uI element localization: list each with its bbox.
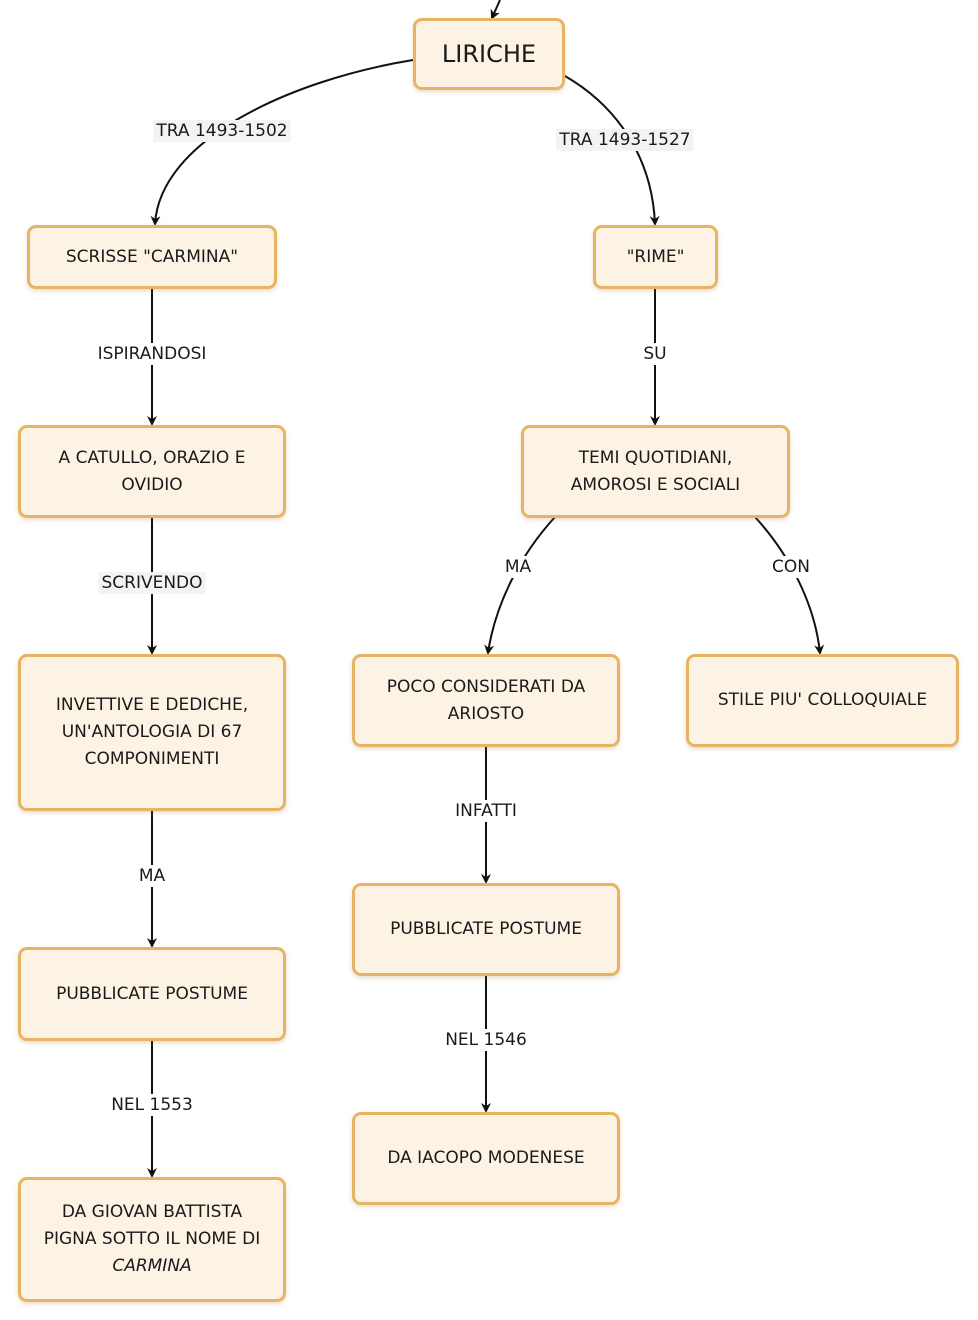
node-poco-line-1: POCO CONSIDERATI DA bbox=[386, 676, 586, 697]
node-catullo-text: A CATULLO, ORAZIO E OVIDIO bbox=[58, 447, 246, 495]
node-stile-text: STILE PIU' COLLOQUIALE bbox=[717, 690, 928, 710]
edge-label-infatti: INFATTI bbox=[452, 800, 520, 822]
node-scrisse-carmina-text: SCRISSE "CARMINA" bbox=[65, 246, 239, 267]
edge-label-ma-left: MA bbox=[135, 865, 169, 887]
edge-liriche-carmina bbox=[150, 59, 414, 226]
node-liriche-text: LIRICHE bbox=[441, 39, 537, 68]
node-poco-line-2: ARIOSTO bbox=[447, 703, 525, 724]
node-giovan-line-3: CARMINA bbox=[112, 1256, 192, 1276]
node-catullo-orazio-ovidio[interactable]: A CATULLO, ORAZIO E OVIDIO bbox=[18, 425, 286, 518]
edge-label-nel-1546: NEL 1546 bbox=[442, 1029, 530, 1051]
node-iacopo-modenese[interactable]: DA IACOPO MODENESE bbox=[352, 1112, 620, 1205]
node-invettive-dediche[interactable]: INVETTIVE E DEDICHE, UN'ANTOLOGIA DI 67 … bbox=[18, 654, 286, 811]
edge-temi-poco bbox=[484, 516, 556, 655]
node-invettive-line-2: UN'ANTOLOGIA DI 67 bbox=[61, 722, 243, 742]
node-invettive-line-1: INVETTIVE E DEDICHE, bbox=[55, 695, 249, 715]
node-temi-quotidiani[interactable]: TEMI QUOTIDIANI, AMOROSI E SOCIALI bbox=[521, 425, 790, 518]
edge-label-tra-1493-1527: TRA 1493-1527 bbox=[556, 129, 694, 151]
node-liriche[interactable]: LIRICHE bbox=[413, 18, 565, 90]
edge-label-scrivendo: SCRIVENDO bbox=[98, 572, 206, 594]
node-pubblicate-postume-mid[interactable]: PUBBLICATE POSTUME bbox=[352, 883, 620, 976]
node-pubblicate-postume-left[interactable]: PUBBLICATE POSTUME bbox=[18, 947, 286, 1041]
edge-label-con: CON bbox=[769, 556, 813, 578]
node-temi-line-2: AMOROSI E SOCIALI bbox=[570, 474, 741, 495]
incoming-edge-liriche bbox=[490, 0, 501, 20]
node-pubblicate-mid-text: PUBBLICATE POSTUME bbox=[390, 919, 582, 939]
node-rime[interactable]: "RIME" bbox=[593, 225, 718, 289]
node-rime-text: "RIME" bbox=[626, 246, 685, 267]
node-stile-colloquiale[interactable]: STILE PIU' COLLOQUIALE bbox=[686, 654, 959, 747]
node-pubblicate-left-text: PUBBLICATE POSTUME bbox=[56, 983, 248, 1004]
node-invettive-line-3: COMPONIMENTI bbox=[84, 749, 220, 769]
edge-label-ma-mid: MA bbox=[501, 556, 535, 578]
edge-temi-stile bbox=[754, 516, 825, 655]
node-giovan-line-1: DA GIOVAN BATTISTA bbox=[61, 1202, 243, 1222]
edge-label-tra-1493-1502: TRA 1493-1502 bbox=[153, 120, 291, 142]
node-temi-line-1: TEMI QUOTIDIANI, bbox=[578, 447, 733, 468]
node-scrisse-carmina[interactable]: SCRISSE "CARMINA" bbox=[27, 225, 277, 289]
node-giovan-battista-pigna[interactable]: DA GIOVAN BATTISTA PIGNA SOTTO IL NOME D… bbox=[18, 1177, 286, 1302]
edge-label-nel-1553: NEL 1553 bbox=[108, 1094, 196, 1116]
node-poco-considerati[interactable]: POCO CONSIDERATI DA ARIOSTO bbox=[352, 654, 620, 747]
node-giovan-line-2: PIGNA SOTTO IL NOME DI bbox=[43, 1229, 261, 1249]
node-iacopo-text: DA IACOPO MODENESE bbox=[387, 1148, 585, 1168]
edge-label-ispirandosi: ISPIRANDOSI bbox=[94, 343, 210, 365]
edge-label-su: SU bbox=[640, 343, 670, 365]
